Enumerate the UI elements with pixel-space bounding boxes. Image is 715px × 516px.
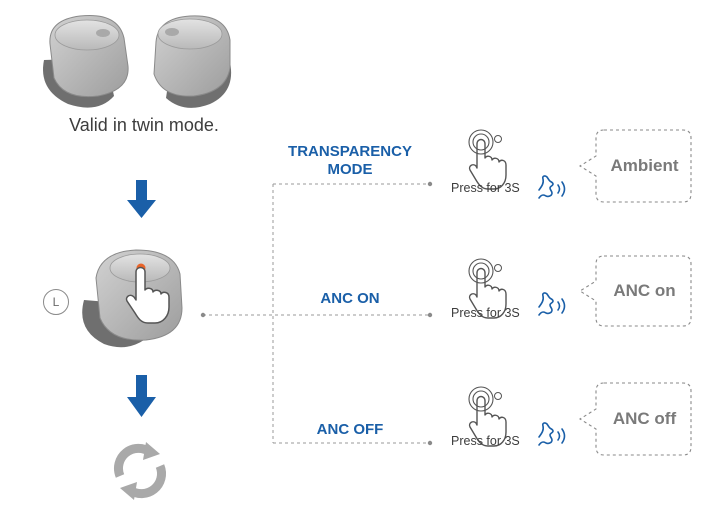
arrow-down-icon: [127, 180, 156, 218]
anc-off-title: ANC OFF: [316, 421, 384, 438]
connector-dots: [200, 181, 433, 446]
mode-title-line: TRANSPARENCY: [288, 143, 412, 160]
twin-mode-caption: Valid in twin mode.: [69, 115, 219, 135]
branch-connector: [203, 183, 430, 444]
press-instruction: Press for 3S: [451, 181, 520, 195]
earbud-touch-icon: [82, 249, 183, 348]
left-earbud-image: [43, 14, 129, 108]
left-side-badge: L: [43, 289, 69, 315]
prompt-anc-on: ANC on: [613, 281, 676, 300]
voice-prompt-icon: [538, 175, 566, 199]
earbud-pair-icon: [43, 14, 232, 108]
voice-prompt-icon: [538, 292, 566, 316]
prompt-ambient: Ambient: [610, 156, 679, 175]
anc-on-title: ANC ON: [320, 290, 380, 307]
press-instruction: Press for 3S: [451, 434, 520, 448]
right-earbud-image: [153, 15, 232, 108]
speech-bubble-anc-off: [578, 382, 692, 456]
speech-bubble-anc-on: [578, 255, 692, 327]
press-instruction: Press for 3S: [451, 306, 520, 320]
mode-title-line: MODE: [327, 161, 373, 178]
cycle-icon: [113, 442, 167, 500]
transparency-mode-title: TRANSPARENCY MODE: [268, 143, 432, 179]
voice-prompt-icon: [538, 422, 566, 446]
speech-bubble-ambient: [578, 129, 692, 203]
prompt-anc-off: ANC off: [612, 409, 677, 428]
arrow-down-icon: [127, 375, 156, 417]
